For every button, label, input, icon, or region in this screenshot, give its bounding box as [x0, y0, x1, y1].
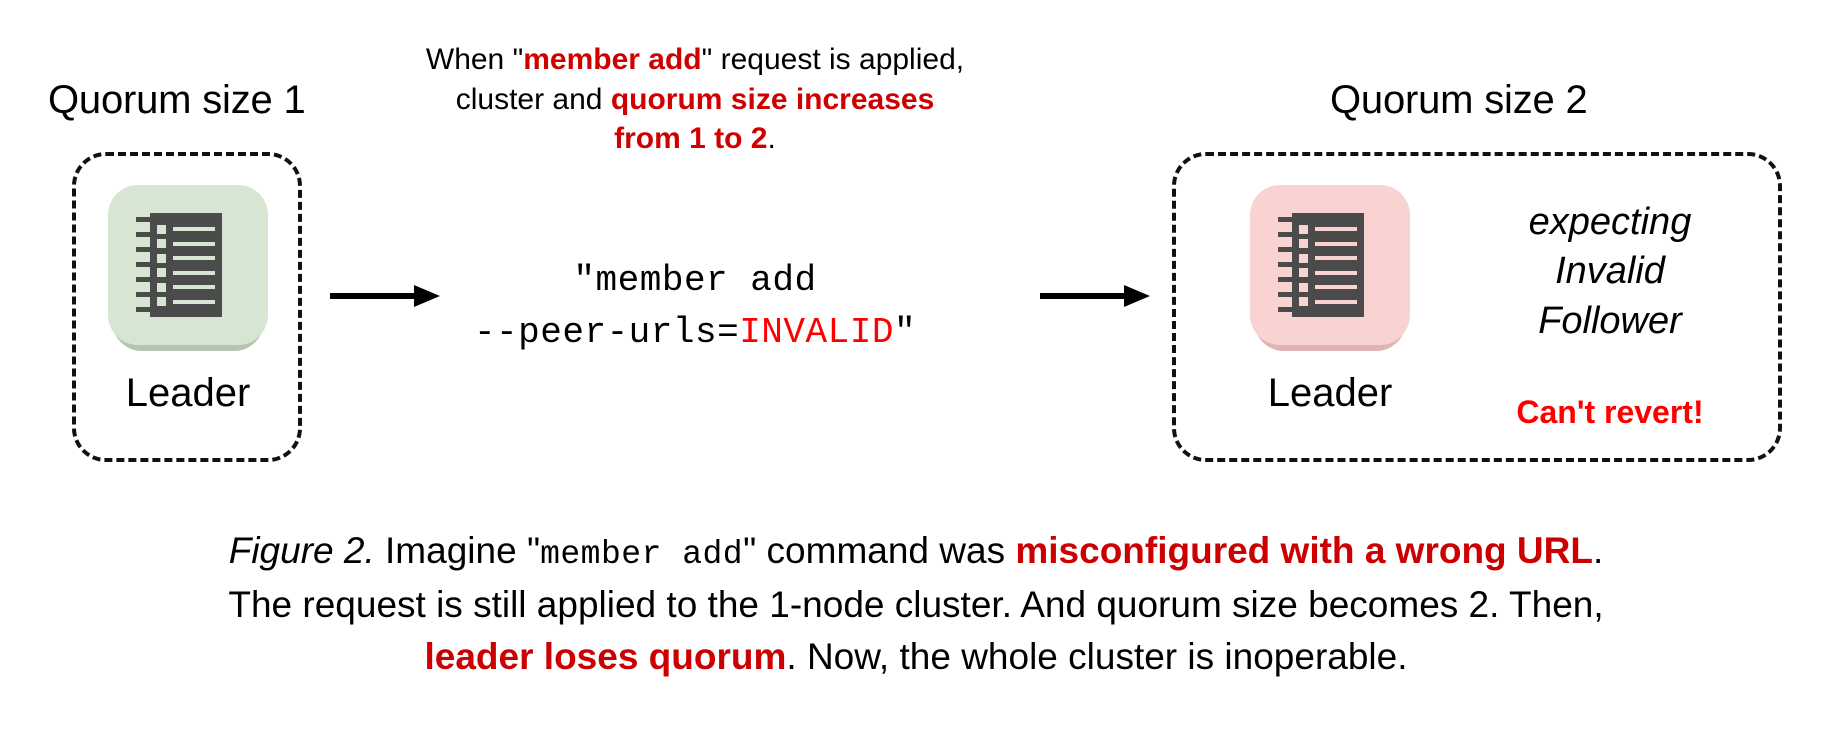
notebook-rows — [157, 222, 217, 310]
invalid-token: INVALID — [739, 312, 894, 354]
right-arrow-icon — [1040, 285, 1150, 307]
command-line-1: "member add — [573, 260, 817, 301]
right-cluster-title: Quorum size 2 — [1330, 78, 1588, 122]
notebook-rows — [1299, 222, 1359, 310]
follower-expectation-note: expecting Invalid Follower — [1460, 198, 1760, 346]
right-node-label: Leader — [1267, 371, 1393, 415]
caption-code-snippet: member add — [540, 536, 744, 573]
left-cluster-box — [72, 152, 302, 462]
caption-line-2: The request is still applied to the 1-no… — [228, 583, 1604, 625]
annotation-line-1: When "member add" request is applied, — [425, 43, 965, 76]
left-node[interactable]: Leader — [108, 185, 268, 415]
figure-caption: Figure 2. Imagine "member add" command w… — [0, 525, 1832, 684]
caption-figure-number: Figure 2. — [228, 530, 375, 571]
command-line-2: --peer-urls=INVALID" — [473, 312, 917, 354]
server-notebook-icon — [1278, 213, 1364, 317]
right-cluster-box — [1172, 152, 1782, 462]
cant-revert-alert: Can't revert! — [1516, 394, 1704, 430]
annotation-line-3: from 1 to 2. — [614, 122, 776, 156]
command-text: "member add --peer-urls=INVALID" — [405, 255, 985, 359]
right-arrow-icon — [330, 285, 440, 307]
right-node[interactable]: Leader — [1250, 185, 1410, 415]
note-line-3: Follower — [1538, 299, 1682, 342]
left-node-label: Leader — [125, 371, 251, 415]
note-line-2: Invalid — [1555, 250, 1665, 293]
caption-line-1: Figure 2. Imagine "member add" command w… — [228, 530, 1604, 573]
notebook-binding — [1278, 217, 1294, 313]
note-line-1: expecting — [1528, 201, 1692, 243]
caption-line-3: leader loses quorum. Now, the whole clus… — [424, 636, 1408, 678]
annotation-text: When "member add" request is applied, cl… — [415, 40, 975, 159]
left-cluster-title: Quorum size 1 — [48, 78, 306, 122]
notebook-binding — [136, 217, 152, 313]
annotation-line-2: cluster and quorum size increases — [455, 82, 935, 116]
server-notebook-icon — [136, 213, 222, 317]
